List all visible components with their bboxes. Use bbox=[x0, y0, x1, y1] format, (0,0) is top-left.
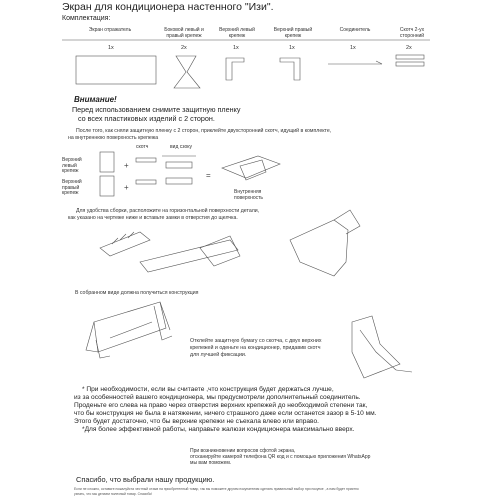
footer-line-6: *Для более эффективной работы, направьте… bbox=[82, 426, 355, 433]
warning-line-2: со всех пластиковых изделий с 2 сторон. bbox=[78, 114, 215, 123]
step2-line-1: Для удобства сборки, расположите на гори… bbox=[76, 208, 260, 214]
connector-drawing bbox=[328, 60, 383, 65]
part-label-top-left-mount: Верхний левый крепеж bbox=[219, 27, 255, 39]
step3-drawings bbox=[85, 301, 413, 379]
part-label-side-mounts: Боковой левый и правый крепеж bbox=[164, 27, 204, 39]
step2-drawings bbox=[99, 209, 361, 277]
part-label-top-right-mount: Верхний правый крепеж bbox=[273, 27, 313, 39]
footer-line-3: Проденьте его слева на право через отвер… bbox=[74, 402, 368, 409]
step1-label-tape: скотч bbox=[136, 144, 149, 150]
step1-label-top-right: Верхний правый крепеж bbox=[62, 179, 82, 196]
part-qty-reflector: 1x bbox=[108, 45, 114, 51]
fine-print-line-2: узнать, что мы делаем полезный товар. Сп… bbox=[74, 492, 153, 496]
step3-caption: В собранном виде должна получиться конст… bbox=[75, 290, 199, 296]
svg-text:+: + bbox=[124, 161, 129, 170]
part-label-tape: Скотч 2-ух сторонний bbox=[399, 27, 425, 39]
footer-line-5: Этого будет достаточно, что бы верхние к… bbox=[74, 418, 319, 425]
svg-text:+: + bbox=[124, 183, 129, 192]
step1-label-top-left: Верхний левый крепеж bbox=[62, 157, 82, 174]
top-left-mount-drawing bbox=[225, 57, 245, 81]
tape-note-line-2: крепежей и оденьте на кондиционер, прида… bbox=[190, 345, 321, 351]
footer-line-4: что бы конструкция не была в натяжении, … bbox=[74, 410, 377, 417]
part-qty-top-right-mount: 1x bbox=[289, 45, 295, 51]
step1-label-inner-surface: Внутренняя поверхность bbox=[234, 189, 264, 201]
svg-text:=: = bbox=[206, 171, 211, 180]
warning-line-1: Перед использованием снимите защитную пл… bbox=[72, 105, 241, 114]
warning-title: Внимание! bbox=[74, 95, 117, 104]
side-mount-drawing bbox=[173, 55, 201, 89]
step1-label-tape-view: вид сзоку bbox=[170, 144, 193, 150]
tape-drawing bbox=[395, 54, 425, 67]
part-qty-side-mounts: 2x bbox=[181, 45, 187, 51]
part-label-reflector: Экран отражатель bbox=[88, 27, 132, 33]
step1-drawings: + + = bbox=[99, 151, 281, 197]
part-label-connector: Соединитель bbox=[339, 27, 371, 33]
qr-note-line-3: мы вам поможем. bbox=[190, 460, 232, 466]
reflector-panel-drawing bbox=[75, 55, 157, 85]
footer-line-2: из за особенностей вашего кондиционера, … bbox=[74, 394, 361, 401]
section-heading-contents: Комплектация: bbox=[62, 15, 111, 22]
step1-line-2: на внутреннюю поверхность крепежа bbox=[68, 135, 159, 141]
step1-line-1: После того, как сняли защитную пленку с … bbox=[76, 128, 332, 134]
part-qty-tape: 2x bbox=[406, 45, 412, 51]
qr-note-line-2: отсканируйте камерой телефона QR код и с… bbox=[190, 454, 371, 460]
part-qty-top-left-mount: 1x bbox=[233, 45, 239, 51]
step2-line-2: как указано на чертеже ниже и вставьте з… bbox=[68, 215, 238, 221]
tape-note-line-1: Отклейте защитную бумагу со скотча, с дв… bbox=[190, 338, 322, 344]
page-title: Экран для кондиционера настенного "Изи". bbox=[62, 1, 274, 13]
top-right-mount-drawing bbox=[279, 57, 301, 81]
part-qty-connector: 1x bbox=[350, 45, 356, 51]
qr-note-line-1: При возникновении вопросов сфотой экрана… bbox=[190, 448, 296, 454]
tape-note-line-3: для лучшей фиксации. bbox=[190, 352, 247, 358]
thanks-text: Спасибо, что выбрали нашу продукцию. bbox=[76, 475, 215, 484]
parts-drawings bbox=[62, 39, 430, 89]
fine-print-line-1: Если не сложно, оставьте пожалуйста чест… bbox=[74, 487, 359, 491]
footer-line-1: * При необходимости, если вы считаете ,ч… bbox=[82, 386, 334, 393]
